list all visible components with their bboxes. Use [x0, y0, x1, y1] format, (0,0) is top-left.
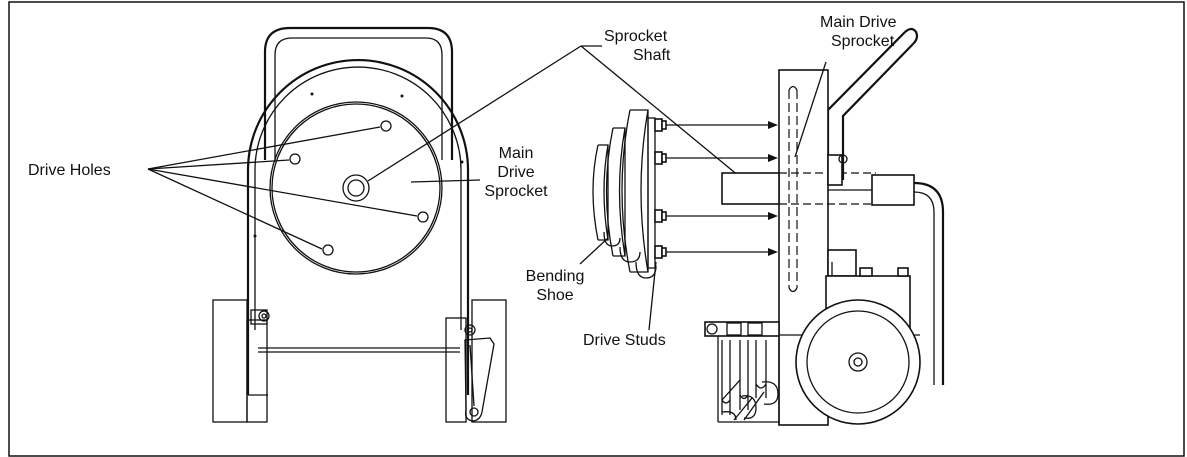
bending-shoe-leader [579, 237, 609, 265]
drive-studs-leader [648, 261, 657, 331]
svg-text:Shaft: Shaft [633, 47, 671, 64]
drive-holes-leaders [147, 126, 418, 250]
bending-shoe-large [621, 109, 657, 279]
front-left-wheel [212, 299, 270, 423]
drive-stud-4 [654, 245, 778, 259]
drive-stud-1 [654, 118, 778, 132]
label-main-drive-sprocket-left: Main Drive Sprocket [484, 145, 548, 200]
label-main-drive-sprocket-right: Main Drive Sprocket [820, 14, 897, 50]
diagram-frame [8, 1, 1185, 457]
svg-text:Main: Main [499, 145, 534, 162]
bending-shoes [592, 109, 657, 279]
drive-studs [654, 118, 778, 259]
shoe-storage-rack [704, 321, 780, 425]
front-right-wheel [445, 299, 507, 423]
svg-text:Sprocket: Sprocket [831, 33, 895, 50]
side-view-bender [704, 27, 945, 426]
sprocket-shaft-leaders [367, 45, 746, 182]
label-drive-holes: Drive Holes [28, 162, 111, 179]
side-wheel [795, 299, 921, 425]
front-handle [263, 26, 454, 160]
svg-text:Shoe: Shoe [536, 287, 573, 304]
svg-text:Bending: Bending [526, 268, 585, 285]
label-drive-studs: Drive Studs [583, 332, 666, 349]
drive-stud-3 [654, 209, 778, 223]
label-bending-shoe: Bending Shoe [526, 268, 585, 304]
bending-shoe-small [592, 144, 621, 247]
right-sprocket-leader [794, 61, 827, 158]
svg-text:Sprocket: Sprocket [484, 183, 548, 200]
drive-stud-2 [654, 151, 778, 165]
left-sprocket-leader [410, 179, 481, 183]
svg-text:Main Drive: Main Drive [820, 14, 897, 31]
front-view-bender [212, 26, 507, 423]
svg-text:Drive: Drive [497, 164, 534, 181]
front-lower-frame [248, 347, 460, 396]
label-sprocket-shaft: Sprocket Shaft [604, 28, 671, 64]
side-drive-sprocket [788, 85, 798, 293]
front-drive-sprocket [269, 101, 443, 275]
drive-holes [289, 120, 429, 256]
front-housing [246, 58, 470, 395]
shoe-mount-plate [647, 117, 656, 269]
bending-shoe-medium [605, 127, 641, 263]
svg-text:Sprocket: Sprocket [604, 28, 668, 45]
